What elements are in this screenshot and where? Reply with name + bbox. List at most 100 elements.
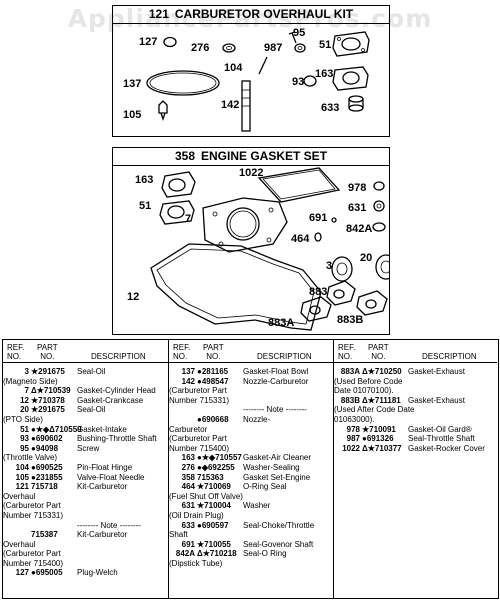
description-cell: Washer (Oil Drain Plug)	[169, 501, 271, 520]
part-276-washer	[222, 43, 236, 53]
header-ref-no: REF. NO.	[7, 343, 25, 361]
ref-cell: 12	[20, 395, 29, 405]
description-cell: Gasket-Cylinder Head	[77, 386, 156, 396]
part-cell: 715387	[31, 530, 58, 540]
ref-cell: 142	[181, 376, 195, 386]
description-cell: Seal-O Ring (Dipstick Tube)	[169, 549, 287, 568]
label-51: 51	[139, 200, 152, 212]
part-137-gasket-ring	[146, 70, 220, 96]
header-description: DESCRIPTION	[91, 352, 146, 361]
part-cell: Δ★711181	[362, 395, 401, 405]
part-7-head-gasket	[202, 197, 288, 253]
part-987-seal	[294, 43, 306, 53]
label-883a: 883A	[268, 317, 295, 329]
part-631-washer	[373, 200, 385, 212]
part-cell: ●281165	[197, 367, 229, 376]
part-691-seal	[331, 217, 337, 223]
part-104-pin	[258, 56, 268, 75]
ref-cell: 691	[181, 539, 195, 549]
description-cell: Kit-Carburetor Overhaul (Carburetor Part…	[3, 482, 128, 520]
label-464: 464	[291, 233, 310, 245]
part-cell: ★710091	[362, 424, 396, 434]
label-12: 12	[127, 291, 140, 303]
part-51-gasket	[159, 200, 195, 225]
label-276: 276	[191, 42, 210, 54]
ref-cell: 93	[20, 434, 29, 444]
description-cell: Gasket-Float Bowl	[243, 367, 309, 376]
part-cell: 715363	[197, 472, 224, 482]
part-cell: ●691326	[362, 434, 394, 444]
label-104: 104	[224, 62, 243, 74]
description-cell: -------- Note --------	[77, 520, 141, 530]
part-842a-o-ring	[372, 222, 386, 232]
label-127: 127	[139, 36, 158, 48]
ref-cell: 1022	[342, 443, 360, 453]
description-cell: Plug-Welch	[77, 568, 118, 578]
part-633-seal	[348, 95, 364, 112]
part-127-welch-plug	[163, 36, 177, 48]
part-cell: ●★◆710557	[197, 453, 242, 463]
part-1022-rocker-cover-gasket	[257, 167, 341, 203]
part-105-needle-valve	[158, 100, 168, 122]
description-cell: Gasket-Exhaust (Used After Code Date 010…	[334, 395, 465, 424]
description-cell: Gasket-Rocker Cover	[408, 443, 485, 453]
part-cell: ●◆692255	[197, 462, 235, 472]
description-cell: Washer-Sealing	[243, 462, 300, 472]
header-description: DESCRIPTION	[257, 352, 312, 361]
table-row: -------- Note --------	[169, 405, 334, 415]
ref-cell: 121	[15, 482, 29, 492]
description-cell: Bushing-Throttle Shaft	[77, 434, 157, 444]
ref-cell: 20	[20, 405, 29, 415]
table-header: REF. NO. PART NO. DESCRIPTION	[169, 340, 334, 363]
description-cell: Kit-Carburetor Overhaul (Carburetor Part…	[3, 530, 128, 568]
part-142-nozzle	[241, 80, 251, 132]
label-633: 633	[321, 102, 340, 114]
engine-gasket-drawing	[150, 167, 389, 331]
header-part-no: PART NO.	[368, 343, 389, 361]
part-cell: ★291675	[31, 367, 65, 376]
label-51: 51	[319, 39, 332, 51]
watermark: AppliancePartsPros.com	[67, 4, 433, 33]
label-631: 631	[348, 202, 367, 214]
ref-cell: 3	[24, 367, 29, 376]
description-cell: Seal-Choke/Throttle Shaft	[169, 520, 315, 540]
description-cell: -------- Note --------	[243, 405, 307, 415]
header-part-no: PART NO.	[203, 343, 224, 361]
part-464-o-ring	[314, 232, 322, 242]
ref-cell: 127	[15, 568, 29, 578]
description-cell: Gasket-Air Cleaner	[243, 453, 312, 463]
label-883b: 883B	[337, 314, 364, 326]
description-cell: Seal-Govenor Shaft	[243, 539, 314, 549]
label-842a: 842A	[346, 223, 373, 235]
ref-cell: 358	[181, 472, 195, 482]
label-1022: 1022	[239, 167, 264, 179]
ref-cell: 883B	[340, 395, 360, 405]
ref-cell: 105	[15, 472, 29, 482]
part-cell: ●690597	[197, 520, 229, 530]
ref-cell: 987	[346, 434, 360, 444]
part-cell: ★710004	[197, 501, 231, 511]
description-cell: O-Ring Seal (Fuel Shut Off Valve)	[169, 482, 287, 501]
ref-cell: 95	[20, 443, 29, 453]
description-cell: Screw (Throttle Valve)	[3, 443, 100, 463]
label-20: 20	[360, 252, 373, 264]
label-142: 142	[221, 99, 240, 111]
part-cell: ●★◆Δ710559	[31, 424, 82, 434]
ref-cell: 51	[20, 424, 29, 434]
part-cell: ●690602	[31, 434, 63, 444]
carburetor-kit-drawing	[146, 31, 370, 132]
table-header: REF. NO. PART NO. DESCRIPTION	[334, 340, 497, 363]
